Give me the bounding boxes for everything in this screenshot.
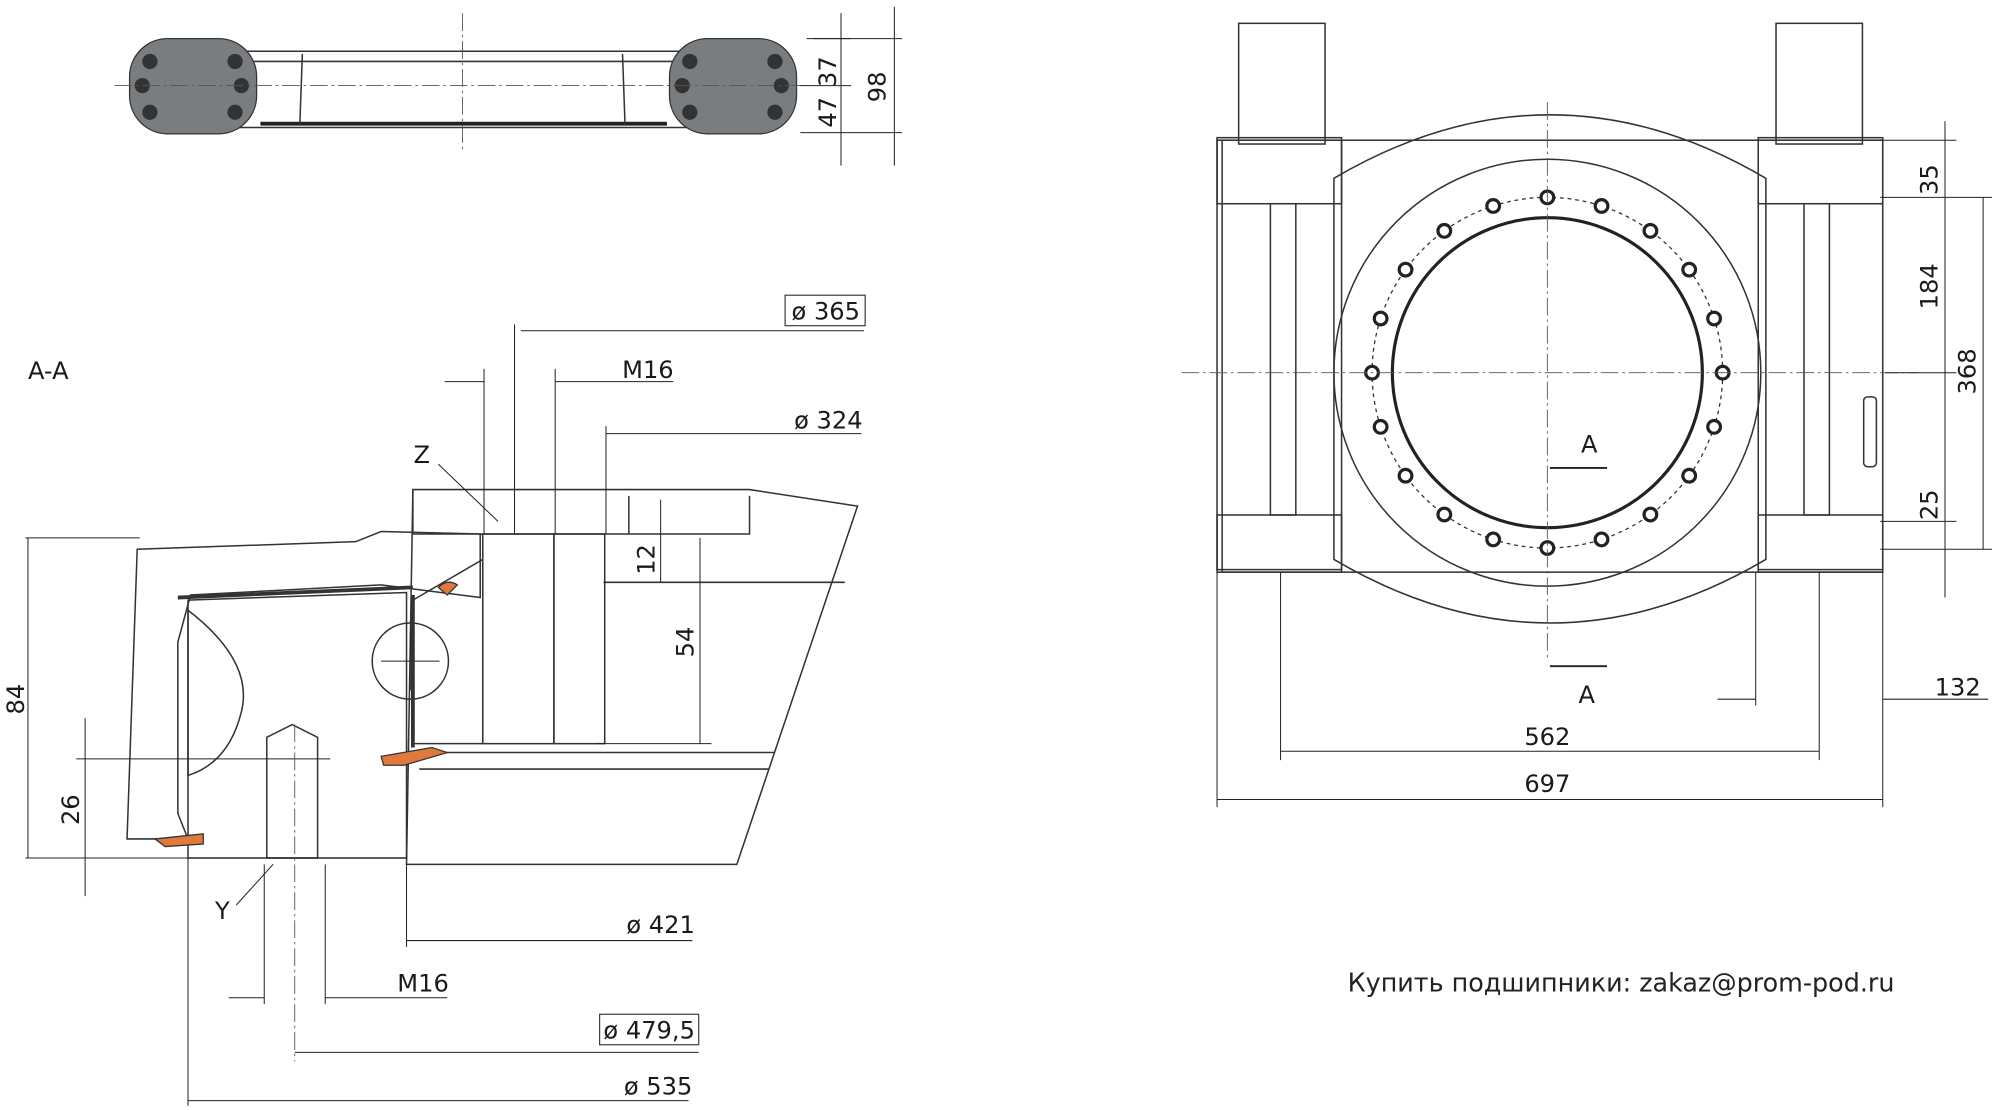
worm-cap-left [128, 37, 258, 135]
ball [371, 622, 450, 700]
dim-47: 47 [814, 97, 842, 128]
bolt-hole [1372, 310, 1389, 327]
bolt-hole [1485, 531, 1502, 548]
bolt-hole [1436, 222, 1453, 239]
bolt-hole [1681, 261, 1698, 278]
housing-right [1757, 22, 1884, 573]
housing-left [1216, 22, 1343, 573]
dim-25: 25 [1915, 489, 1943, 520]
bolt-hole [1706, 310, 1723, 327]
dim-37: 37 [814, 56, 842, 87]
worm-cap-right [668, 37, 798, 135]
detail-z-label: Z [414, 441, 431, 469]
bolt-hole [1642, 222, 1659, 239]
dim-35: 35 [1915, 164, 1943, 195]
front-view: 35 184 368 25 A A 132 562 697 [1181, 22, 1992, 808]
dim-m16-top: M16 [622, 356, 674, 384]
footer-note: Купить подшипники: zakaz@prom-pod.ru [1348, 967, 1895, 997]
bolt-hole [1372, 418, 1389, 435]
bolt-hole [1436, 506, 1453, 523]
dim-dia-324: ø 324 [794, 407, 862, 435]
dim-dia-365: ø 365 [792, 297, 860, 325]
dim-dia-479-5: ø 479,5 [603, 1016, 695, 1044]
dim-697: 697 [1524, 770, 1570, 798]
dim-84: 84 [2, 684, 30, 715]
bolt-hole [1681, 467, 1698, 484]
dim-26: 26 [57, 794, 85, 825]
seal-left [153, 833, 204, 848]
dim-184: 184 [1915, 263, 1943, 309]
bolt-hole [1642, 506, 1659, 523]
bolt-hole [1706, 418, 1723, 435]
bolt-hole [1485, 198, 1502, 214]
section-label: A-A [28, 357, 69, 385]
bolt-hole [1397, 261, 1414, 278]
inner-ring-hatched [187, 591, 408, 859]
detail-y-label: Y [214, 897, 230, 925]
seal-top [437, 581, 459, 596]
dim-98: 98 [863, 72, 891, 103]
seal-right [380, 746, 450, 766]
dim-12: 12 [632, 544, 660, 575]
bolt-hole [1397, 467, 1414, 484]
dim-dia-421: ø 421 [626, 911, 694, 939]
section-mark-top: A [1581, 431, 1598, 459]
outer-ring-hatched [126, 530, 481, 840]
dim-54: 54 [672, 627, 700, 658]
section-mark-bottom: A [1578, 681, 1595, 709]
top-view: 37 47 98 [114, 6, 902, 166]
bolt-hole [1593, 198, 1610, 214]
dim-562: 562 [1524, 723, 1570, 751]
dim-368: 368 [1953, 348, 1981, 394]
dim-m16-bottom: M16 [397, 969, 449, 997]
bolt-hole [1593, 531, 1610, 548]
dim-132: 132 [1935, 673, 1981, 701]
section-view: ø 365 M16 ø 324 Z 12 54 84 26 Y ø 421 M1… [2, 294, 866, 1106]
dim-dia-535: ø 535 [624, 1072, 692, 1100]
